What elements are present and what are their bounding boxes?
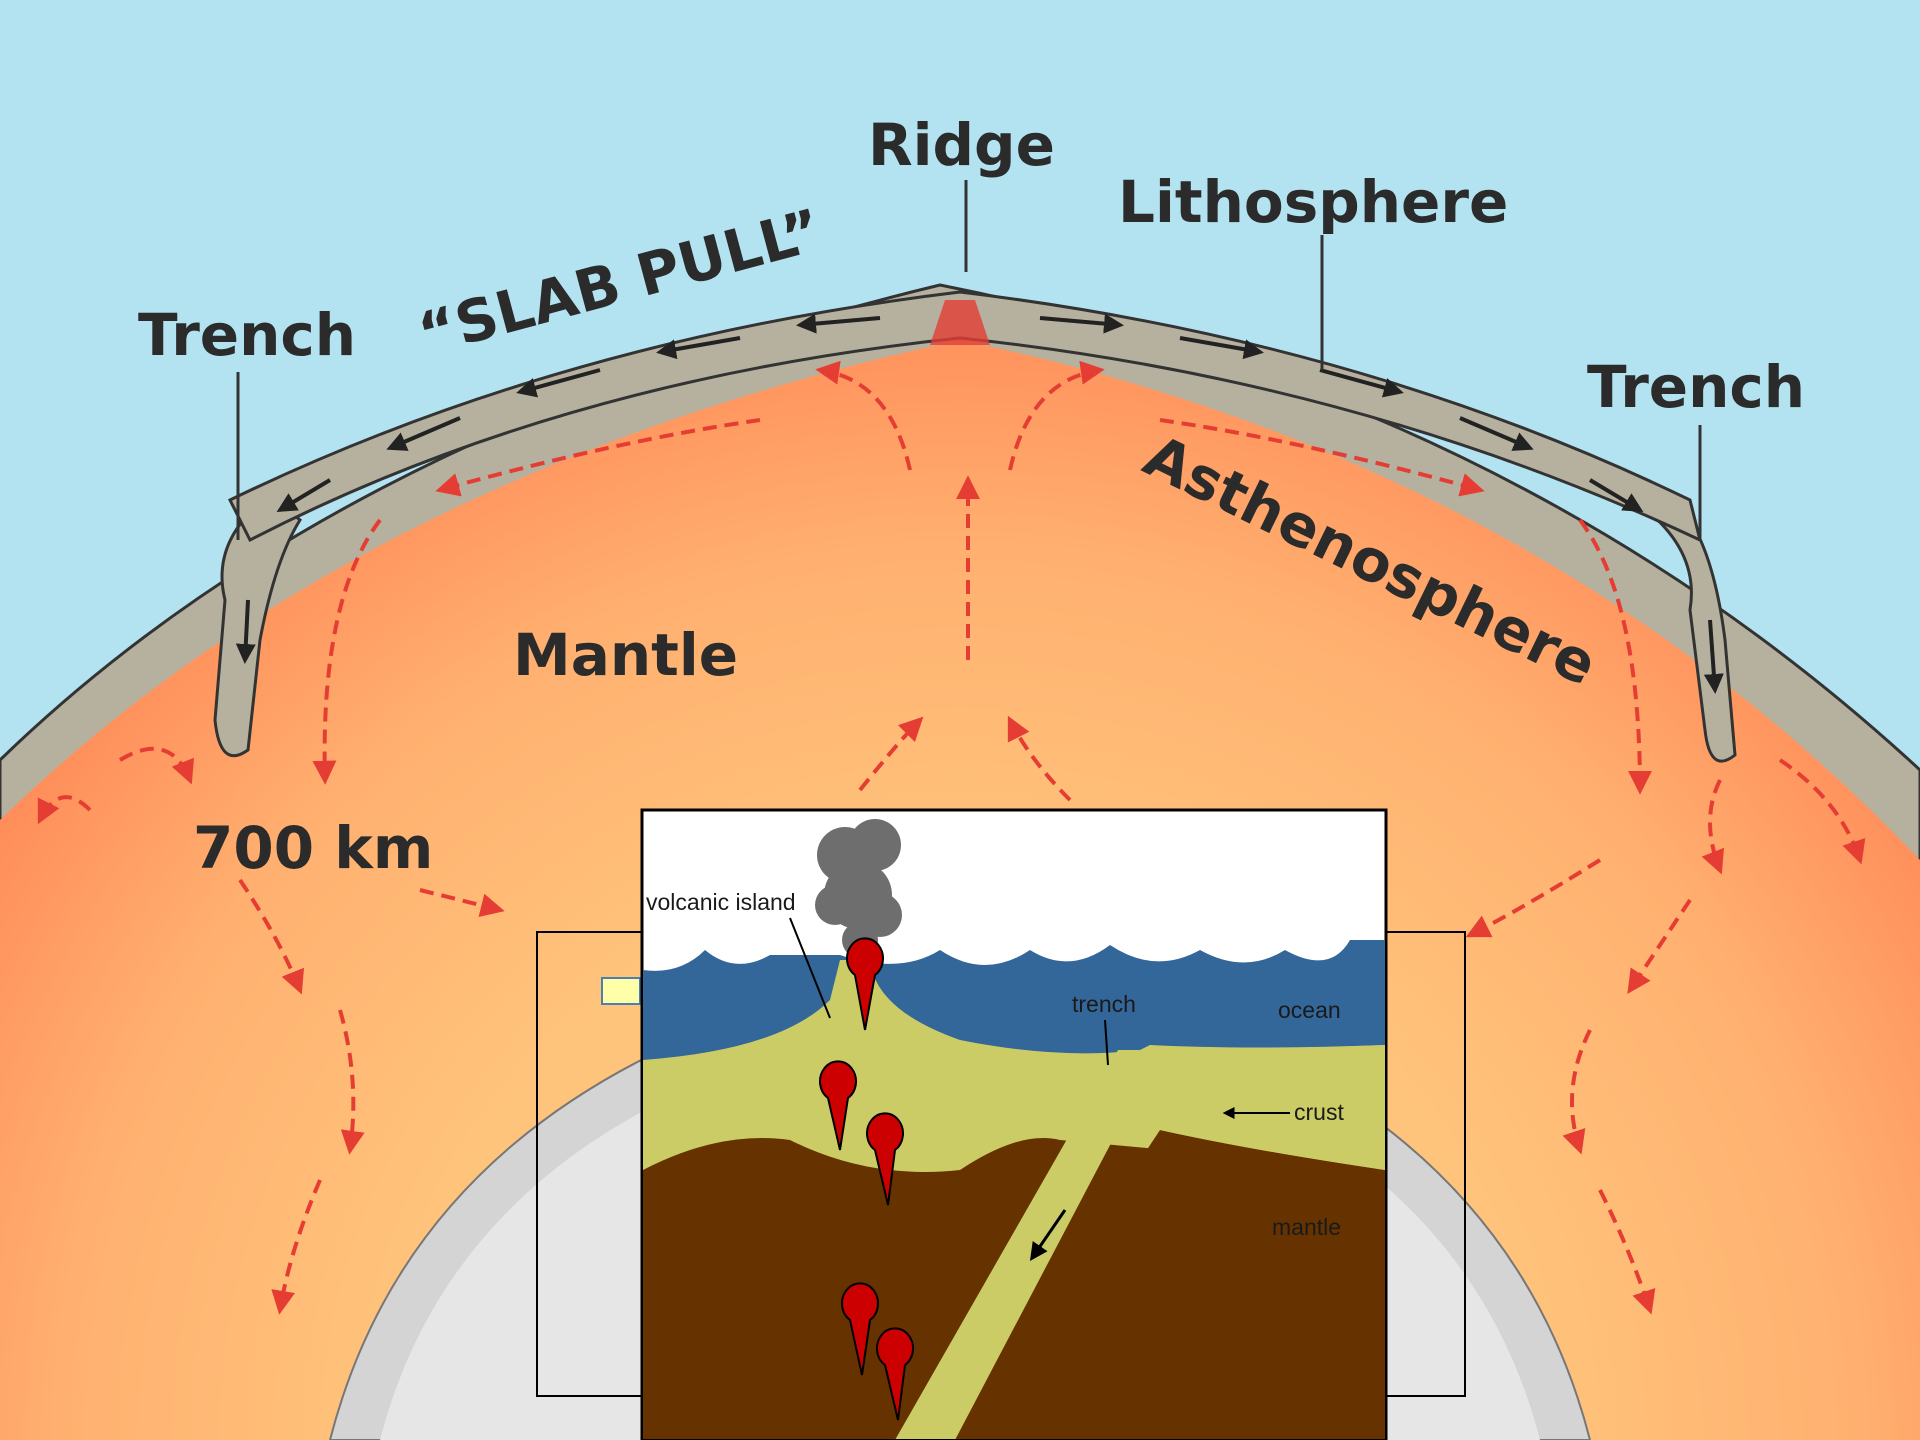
inset-mantle-label: mantle	[1272, 1214, 1341, 1240]
ocean-label: ocean	[1278, 997, 1341, 1023]
mantle-label: Mantle	[513, 621, 738, 689]
volcanic-island-label: volcanic island	[646, 889, 796, 915]
trench-left-label: Trench	[138, 301, 356, 369]
crust-label: crust	[1294, 1099, 1344, 1125]
lithosphere-label: Lithosphere	[1118, 168, 1508, 236]
ridge-label: Ridge	[868, 111, 1055, 179]
inset-tab	[602, 978, 640, 1004]
trench-right-label: Trench	[1587, 353, 1805, 421]
inset-trench-label: trench	[1072, 991, 1136, 1017]
inset-diagram: volcanic island trench ocean crust mantl…	[642, 810, 1386, 1440]
depth-label: 700 km	[193, 814, 433, 882]
